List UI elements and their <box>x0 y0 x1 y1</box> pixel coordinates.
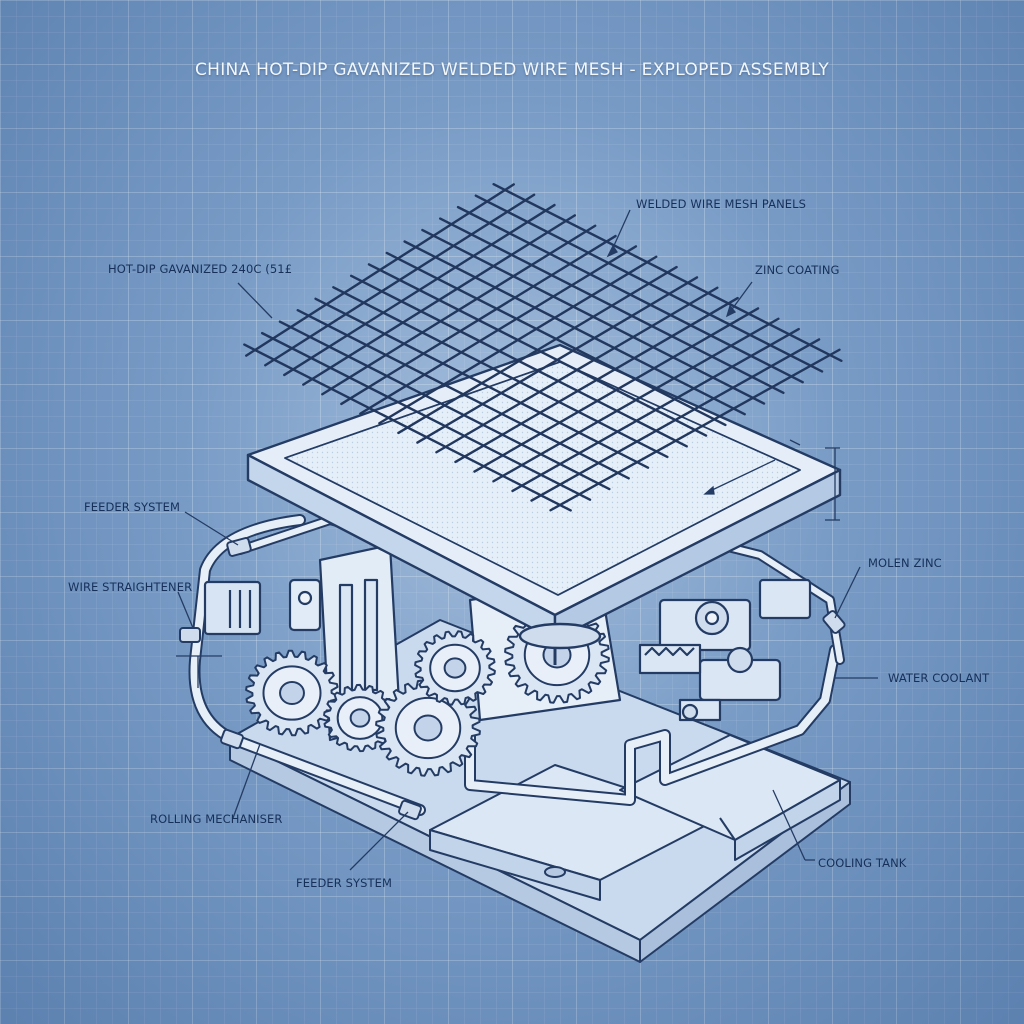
callout-leaders <box>176 209 878 871</box>
mesh-wire <box>302 214 577 386</box>
mesh-wire <box>435 286 719 454</box>
label-rolling-mechaniser: ROLLING MECHANISER <box>150 812 283 826</box>
label-water-coolant: WATER COOLANT <box>888 671 990 685</box>
mesh-wire <box>283 203 556 377</box>
mesh-wire <box>397 265 678 435</box>
label-cooling-tank: COOLING TANK <box>818 856 907 870</box>
mesh-wire <box>549 348 841 512</box>
welded-wire-mesh-panel <box>243 183 843 512</box>
mesh-wire <box>473 307 760 473</box>
mesh-wire <box>340 234 617 406</box>
mesh-wire <box>492 317 780 483</box>
gear-left <box>245 649 339 737</box>
label-wire-straightener: WIRE STRAIGHTENER <box>68 580 193 594</box>
label-hot-dip-galvanized: HOT-DIP GAVANIZED 240C (51£ <box>108 262 293 276</box>
gear-back <box>414 630 496 706</box>
mesh-wire <box>245 183 515 357</box>
mesh-wire <box>359 245 638 415</box>
label-molen-zinc: MOLEN ZINC <box>868 556 942 570</box>
pipe-couplings <box>179 537 846 821</box>
mesh-wire <box>378 255 658 425</box>
diagram-title: CHINA HOT-DIP GAVANIZED WELDED WIRE MESH… <box>194 60 830 80</box>
label-zinc-coating: ZINC COATING <box>755 263 840 277</box>
gear-center <box>375 679 481 777</box>
mesh-wire <box>416 276 699 444</box>
label-welded-wire-mesh-panels: WELDED WIRE MESH PANELS <box>636 197 807 211</box>
mesh-wire <box>530 338 821 502</box>
mesh-wire <box>321 224 597 396</box>
mesh-wire <box>264 193 536 367</box>
zinc-coating-tray <box>246 343 842 665</box>
mesh-wire <box>454 296 739 464</box>
mesh-wire <box>511 327 800 493</box>
label-feeder-system-bottom: FEEDER SYSTEM <box>296 876 393 890</box>
label-feeder-system-top: FEEDER SYSTEM <box>84 500 181 514</box>
